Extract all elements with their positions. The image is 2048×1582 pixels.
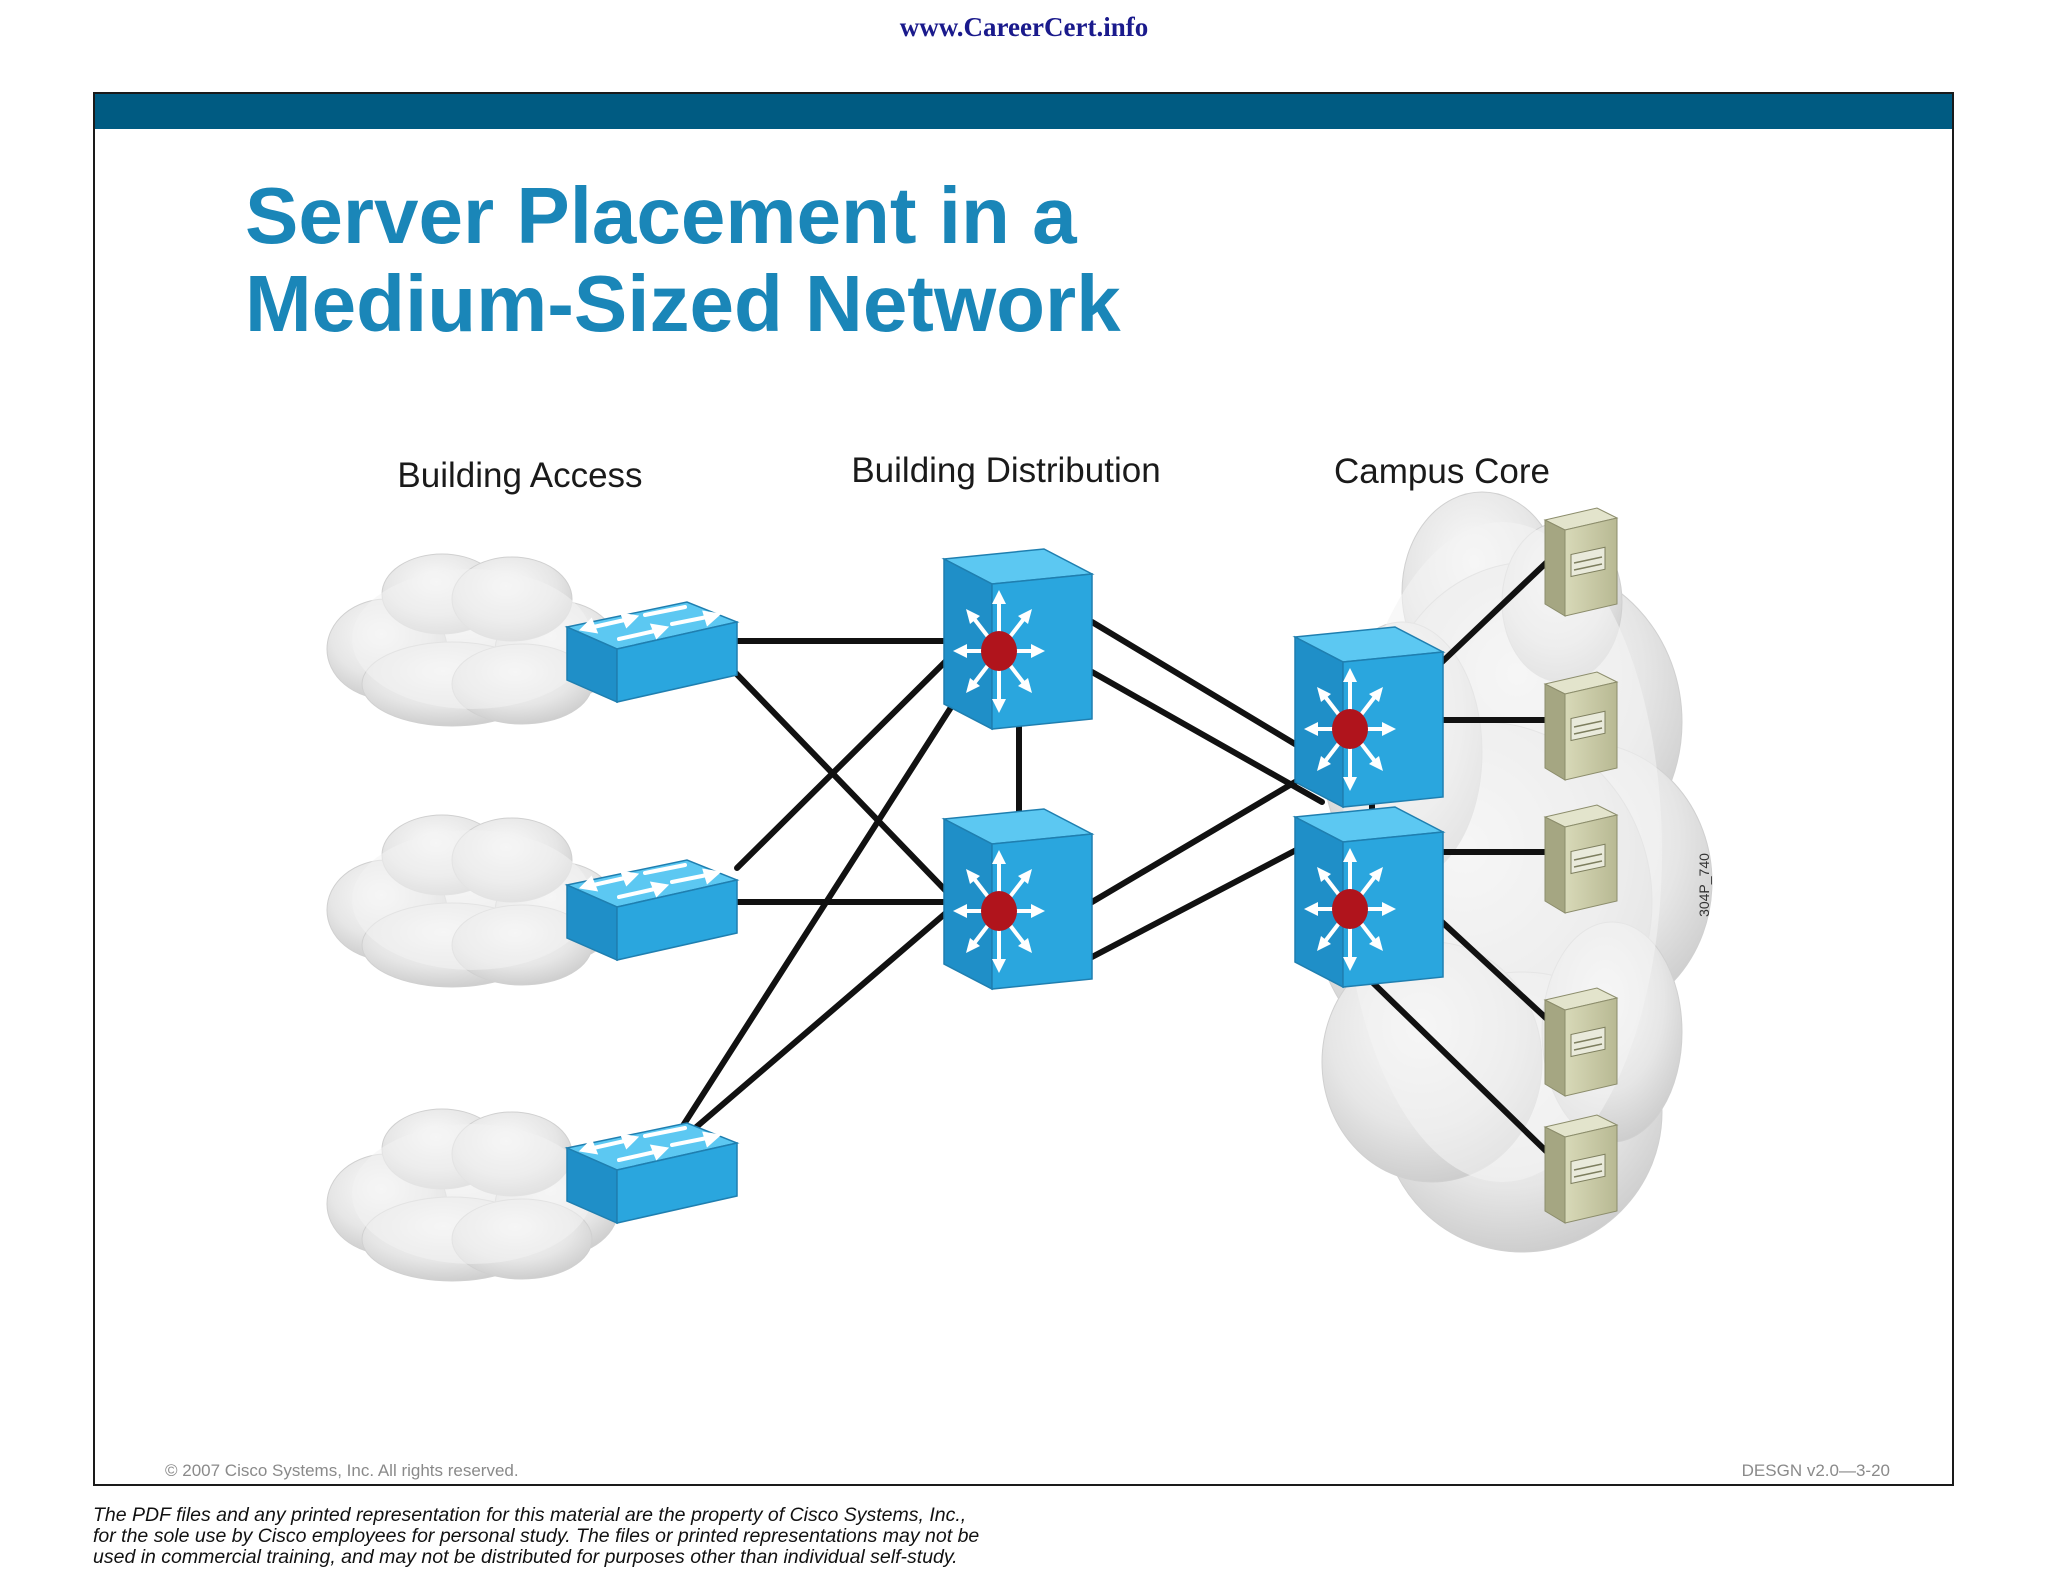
layer-label-core: Campus Core (1334, 452, 1550, 491)
layer-label-distribution: Building Distribution (851, 451, 1160, 490)
footer-line-1: The PDF files and any printed representa… (93, 1504, 967, 1526)
footer-disclaimer: The PDF files and any printed representa… (93, 1505, 1193, 1568)
links (674, 559, 1550, 1155)
course-id: DESGN v2.0—3-20 (1741, 1461, 1890, 1480)
slide-header-bar (95, 94, 1952, 129)
footer-line-3: used in commercial training, and may not… (93, 1546, 958, 1568)
network-diagram: Building Access Building Distribution Ca… (326, 451, 1713, 1282)
server-icon-2 (1544, 671, 1618, 781)
access-switch-icon-3 (565, 1121, 739, 1225)
slide-title-line-2: Medium-Sized Network (245, 259, 1121, 348)
core-switch-icon-2 (1293, 805, 1445, 989)
slide: Server Placement in a Medium-Sized Netwo… (93, 92, 1954, 1486)
server-icon-5 (1544, 1114, 1618, 1224)
figure-id: 304P_740 (1696, 853, 1712, 917)
distribution-switch-icon-2 (942, 807, 1094, 991)
core-switch-icon-1 (1293, 625, 1445, 809)
site-url[interactable]: www.CareerCert.info (899, 12, 1149, 42)
server-icon-3 (1544, 804, 1618, 914)
server-icon-1 (1544, 507, 1618, 617)
footer-line-2: for the sole use by Cisco employees for … (93, 1525, 980, 1547)
server-icon-4 (1544, 987, 1618, 1097)
distribution-switch-icon-1 (942, 547, 1094, 731)
layer-label-access: Building Access (397, 456, 642, 495)
copyright: © 2007 Cisco Systems, Inc. All rights re… (165, 1461, 519, 1480)
slide-title: Server Placement in a Medium-Sized Netwo… (245, 172, 1445, 348)
slide-title-line-1: Server Placement in a (245, 171, 1077, 260)
